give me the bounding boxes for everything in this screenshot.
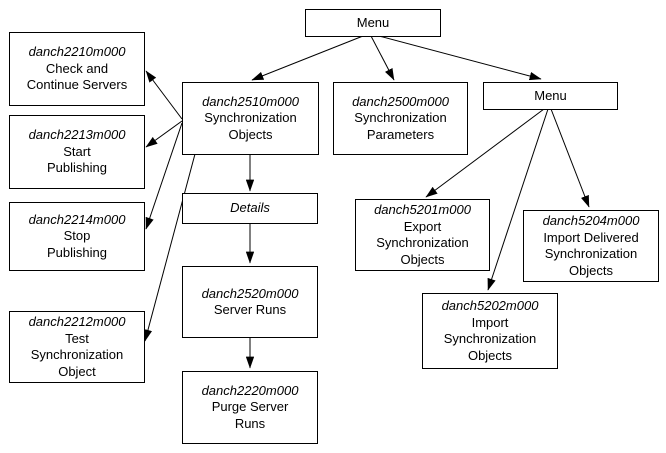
program-code: danch2210m000 bbox=[28, 44, 126, 60]
node-label-line: Parameters bbox=[366, 126, 435, 142]
node-label: Menu bbox=[534, 87, 567, 103]
edge-submenu-to-import-sync-objects bbox=[487, 108, 549, 291]
node-label-line: Publishing bbox=[47, 244, 107, 260]
node-label-line: Objects bbox=[400, 251, 445, 267]
node-danch2214m000-stop-publishing: danch2214m000 Stop Publishing bbox=[9, 202, 145, 271]
node-label-line: Continue Servers bbox=[26, 77, 128, 93]
program-code: danch2510m000 bbox=[202, 93, 299, 109]
node-label-line: Test bbox=[65, 330, 89, 346]
node-menu-root: Menu bbox=[305, 9, 441, 37]
node-label-line: Synchronization bbox=[204, 110, 297, 126]
node-label-line: Synchronization bbox=[443, 331, 537, 346]
node-label-line: Synchronization bbox=[544, 246, 638, 261]
edge-submenu-to-export-sync-objects bbox=[425, 108, 545, 198]
node-danch2520m000-server-runs: danch2520m000 Server Runs bbox=[182, 266, 318, 338]
edge-menu-to-sync-objects bbox=[251, 35, 364, 81]
node-label-line: Stop bbox=[63, 228, 91, 244]
node-menu-submenu: Menu bbox=[483, 82, 618, 110]
node-label: Details bbox=[230, 200, 270, 216]
node-label-line: Objects bbox=[228, 126, 273, 142]
node-label-line: Start bbox=[63, 143, 91, 159]
program-code: danch2212m000 bbox=[28, 314, 126, 329]
node-danch2500m000-synchronization-parameters: danch2500m000 Synchronization Parameters bbox=[333, 82, 468, 155]
node-label-line: Import bbox=[471, 314, 509, 330]
node-label-line: Publishing bbox=[47, 160, 107, 176]
edge-menu-to-submenu bbox=[378, 35, 542, 81]
edge-sync-objects-to-start-publishing bbox=[145, 120, 183, 148]
program-code: danch2214m000 bbox=[28, 211, 126, 227]
program-code: danch2213m000 bbox=[28, 127, 126, 143]
edge-sync-objects-to-stop-publishing bbox=[145, 122, 183, 230]
node-label-line: Server Runs bbox=[213, 302, 287, 317]
node-label-line: Synchronization bbox=[376, 235, 469, 250]
program-code: danch5202m000 bbox=[441, 298, 539, 313]
program-code: danch2520m000 bbox=[201, 285, 299, 301]
node-label-line: Synchronization bbox=[30, 347, 124, 362]
node-details: Details bbox=[182, 193, 318, 224]
node-label-line: Check and bbox=[45, 60, 109, 76]
node-danch2510m000-synchronization-objects: danch2510m000 Synchronization Objects bbox=[182, 82, 319, 155]
node-danch5202m000-import-synchronization-objects: danch5202m000 Import Synchronization Obj… bbox=[422, 293, 558, 369]
node-label-line: Purge Server bbox=[211, 399, 289, 415]
node-danch2220m000-purge-server-runs: danch2220m000 Purge Server Runs bbox=[182, 371, 318, 444]
node-danch5201m000-export-synchronization-objects: danch5201m000 Export Synchronization Obj… bbox=[355, 199, 490, 271]
node-danch2213m000-start-publishing: danch2213m000 Start Publishing bbox=[9, 115, 145, 189]
node-danch2212m000-test-synchronization-object: danch2212m000 Test Synchronization Objec… bbox=[9, 311, 145, 383]
edge-sync-objects-to-test-sync-object bbox=[143, 153, 196, 342]
node-label: Menu bbox=[356, 14, 390, 30]
node-label-line: Export bbox=[403, 218, 442, 234]
node-danch2210m000-check-and-continue-servers: danch2210m000 Check and Continue Servers bbox=[9, 32, 145, 106]
node-label-line: Runs bbox=[234, 415, 266, 431]
node-label-line: Objects bbox=[467, 347, 513, 363]
node-label-line: Import Delivered bbox=[543, 229, 639, 245]
program-code: danch2500m000 bbox=[352, 93, 449, 109]
node-danch5204m000-import-delivered-synchronization-objects: danch5204m000 Import Delivered Synchroni… bbox=[523, 210, 659, 282]
node-label-line: Object bbox=[58, 363, 96, 379]
node-label-line: Objects bbox=[568, 262, 614, 278]
program-code: danch5201m000 bbox=[374, 202, 471, 217]
node-label-line: Synchronization bbox=[354, 110, 447, 126]
program-code: danch2220m000 bbox=[201, 382, 299, 398]
edge-menu-to-sync-parameters bbox=[370, 35, 395, 81]
program-code: danch5204m000 bbox=[542, 213, 640, 228]
edge-sync-objects-to-check-and-continue-servers bbox=[145, 70, 183, 120]
edge-submenu-to-import-delivered-sync-objects bbox=[550, 108, 590, 208]
